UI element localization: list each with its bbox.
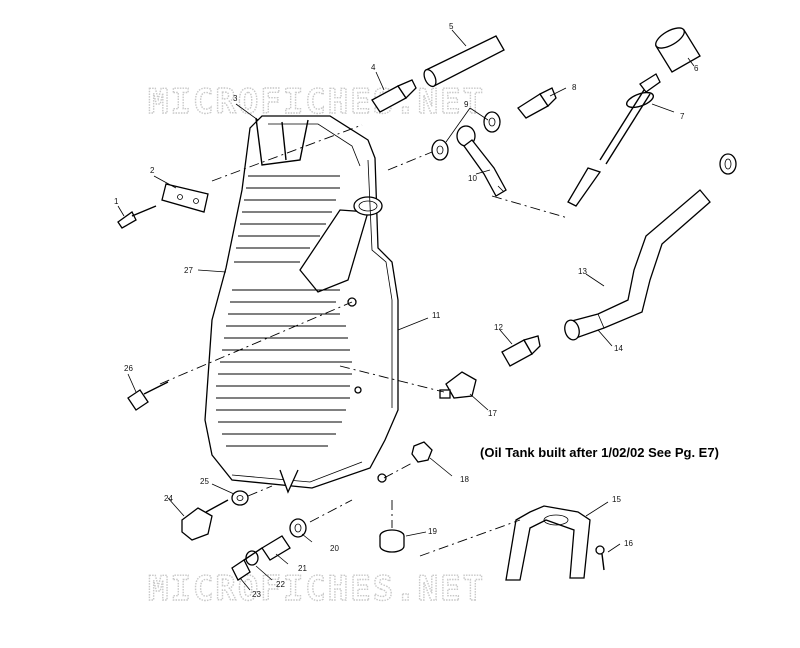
callout-1: 1 [114,197,119,206]
valve-part-17 [439,371,477,399]
elbow-part-10 [456,125,507,197]
callout-16: 16 [624,539,633,548]
nut-part-18 [411,441,433,463]
callout-8: 8 [572,83,577,92]
callout-12: 12 [494,323,503,332]
callout-15: 15 [612,495,621,504]
tank-ribs [216,175,352,447]
callout-13: 13 [578,267,587,276]
callouts: 1 2 3 4 5 6 7 8 9 10 11 12 13 14 15 16 1… [114,22,699,599]
o-ring-part-7 [625,91,655,109]
grommet-part-19 [379,529,405,553]
hose-part-5 [423,35,505,88]
callout-6: 6 [694,64,699,73]
bolt-part-24 [181,499,229,541]
dipstick-part-6 [567,27,701,207]
screw-part-16 [595,545,605,571]
callout-23: 23 [252,590,261,599]
callout-7: 7 [680,112,685,121]
fitting-part-12 [501,335,541,367]
callout-26: 26 [124,364,133,373]
fitting-part-8 [517,87,557,119]
callout-11: 11 [432,311,441,320]
callout-2: 2 [150,166,155,175]
washer-part-25 [231,490,249,506]
grommet-part-20 [289,518,307,538]
callout-27: 27 [184,266,193,275]
screw-part-1 [117,205,157,229]
callout-5: 5 [449,22,454,31]
callout-21: 21 [298,564,307,573]
callout-25: 25 [200,477,209,486]
callout-17: 17 [488,409,497,418]
bolt-part-23 [231,547,263,581]
washers-part-9 [431,111,501,161]
callout-19: 19 [428,527,437,536]
bracket-part-15 [505,505,591,581]
callout-18: 18 [460,475,469,484]
oil-tank [204,115,399,494]
callout-3: 3 [233,94,238,103]
callout-4: 4 [371,63,376,72]
callout-14: 14 [614,344,623,353]
tank-note: (Oil Tank built after 1/02/02 See Pg. E7… [480,445,719,460]
leader-lines [117,29,695,591]
fitting-part-4 [371,79,417,113]
washer-top-right [719,153,737,175]
hose-part-13 [564,189,711,341]
bracket-part-2 [161,183,209,213]
callout-10: 10 [468,174,477,183]
spacer-part-21 [261,535,291,561]
callout-9: 9 [464,100,469,109]
callout-22: 22 [276,580,285,589]
bolt-part-26 [127,381,169,411]
watermark-bottom: MICROFICHES.NET [148,569,485,609]
callout-24: 24 [164,494,173,503]
callout-20: 20 [330,544,339,553]
